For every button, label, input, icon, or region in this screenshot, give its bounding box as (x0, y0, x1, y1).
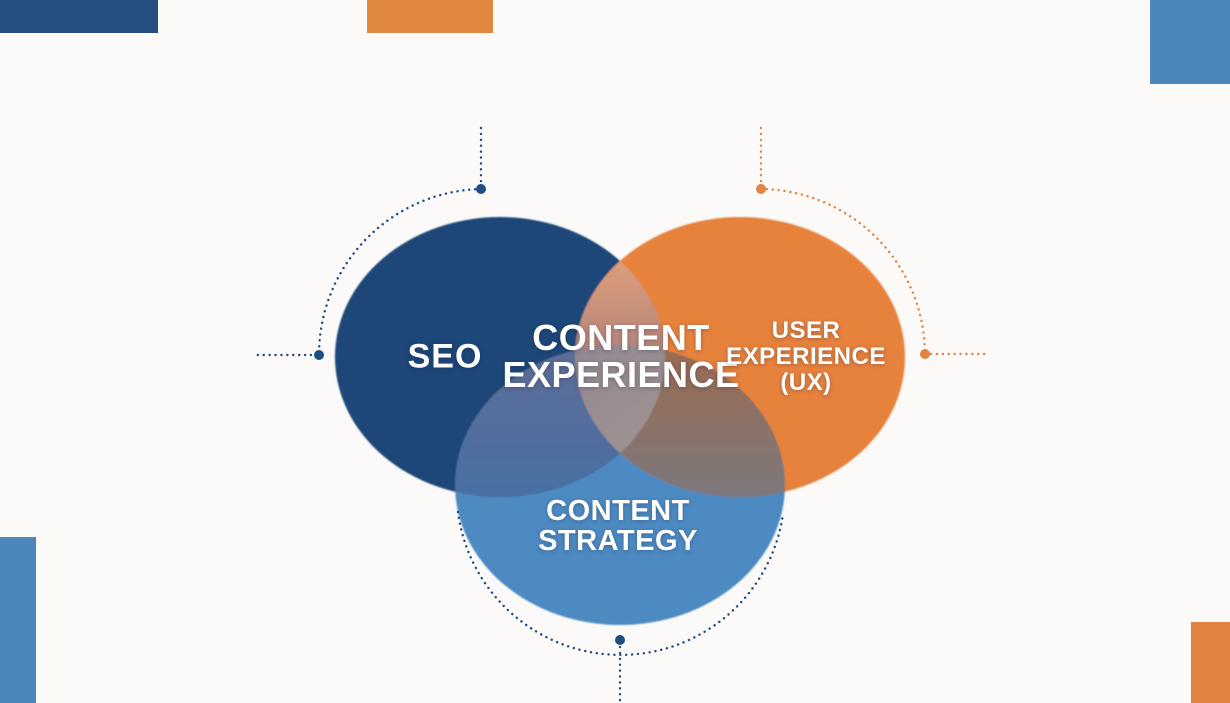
corner-rect-bottom-right (1191, 622, 1230, 703)
dot-content-strategy-bottom (615, 635, 625, 645)
dot-ux-right (920, 349, 930, 359)
seo-label: SEO (408, 338, 483, 377)
dot-ux-top (756, 184, 766, 194)
dot-seo-top (476, 184, 486, 194)
user-experience-line2: EXPERIENCE (726, 343, 886, 370)
content-strategy-label: CONTENT STRATEGY (538, 496, 698, 556)
seo-label-text: SEO (407, 337, 483, 376)
dotted-arc-content-strategy (456, 510, 785, 657)
dot-seo-left (314, 350, 324, 360)
user-experience-label: USER EXPERIENCE (UX) (726, 318, 886, 396)
content-experience-label: CONTENT EXPERIENCE (502, 319, 739, 393)
dotted-arc-ux (759, 187, 927, 357)
user-experience-line1: USER (771, 317, 841, 344)
content-experience-line2: EXPERIENCE (502, 354, 740, 395)
dotted-arc-seo (317, 187, 483, 357)
content-experience-line1: CONTENT (532, 317, 710, 358)
corner-rect-top-left (0, 0, 158, 33)
content-strategy-line1: CONTENT (546, 495, 690, 527)
corner-rect-bottom-left (0, 537, 36, 703)
corner-rect-top-right (1150, 0, 1230, 84)
user-experience-line3: (UX) (780, 369, 832, 396)
corner-rect-top-middle (367, 0, 493, 33)
content-strategy-line2: STRATEGY (538, 525, 698, 557)
